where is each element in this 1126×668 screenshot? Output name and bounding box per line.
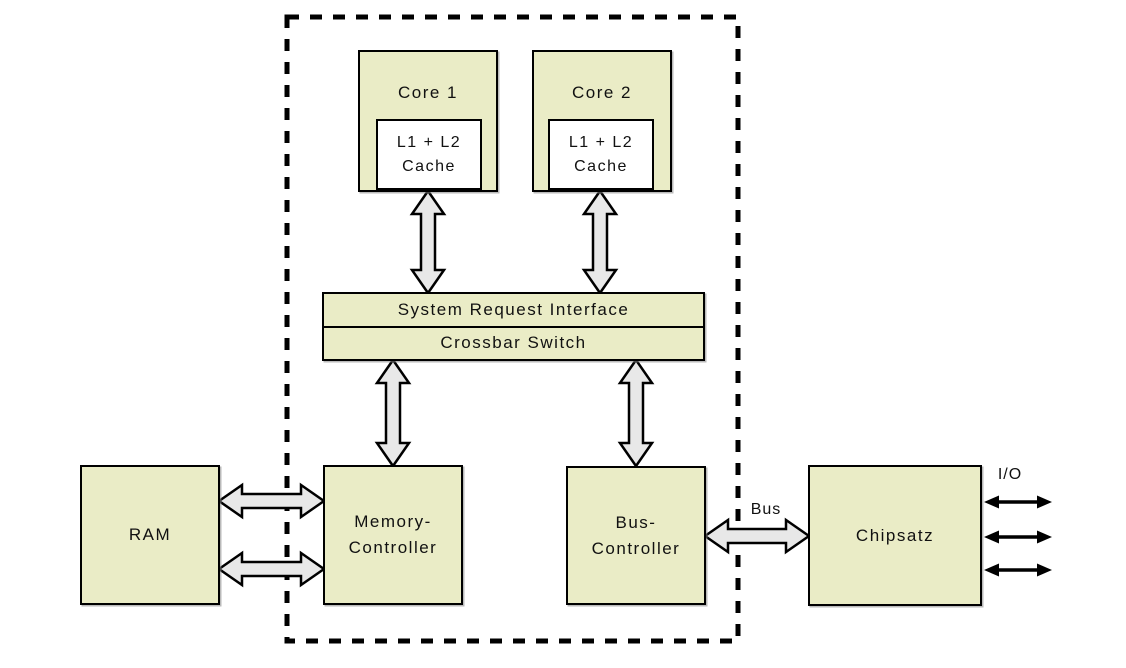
- core1-cache-line1: L1 + L2: [396, 133, 462, 151]
- sri-crossbar-block: System Request Interface Crossbar Switch: [322, 292, 705, 361]
- arrow-crossbar-memory-controller: [374, 357, 412, 469]
- bus-controller-line2: Controller: [591, 538, 681, 558]
- core2-cache-block: L1 + L2 Cache: [548, 119, 654, 190]
- arrow-cache2-sri: [581, 188, 619, 296]
- core2-title: Core 2: [571, 83, 633, 102]
- arrow-ram-memory-controller-upper: [216, 482, 327, 520]
- memory-controller-block: Memory- Controller: [323, 465, 463, 605]
- crossbar-switch-bar: Crossbar Switch: [440, 333, 587, 353]
- arrow-crossbar-bus-controller: [617, 357, 655, 469]
- bus-controller-block: Bus- Controller: [566, 466, 706, 605]
- io-arrow-1: [984, 495, 1052, 509]
- core1-cache-line2: Cache: [402, 157, 456, 175]
- bus-label: Bus: [750, 501, 782, 518]
- bus-controller-line1: Bus-: [615, 512, 657, 532]
- arrow-bus-controller-chipset: [702, 517, 812, 555]
- cpu-package-dashed-boundary: [284, 14, 741, 644]
- system-request-interface-bar: System Request Interface: [324, 294, 703, 328]
- ram-block: RAM: [80, 465, 220, 605]
- chipset-block: Chipsatz: [808, 465, 982, 606]
- core2-cache-line1: L1 + L2: [568, 133, 634, 151]
- arrow-ram-memory-controller-lower: [216, 550, 327, 588]
- io-arrow-2: [984, 530, 1052, 544]
- io-arrow-3: [984, 563, 1052, 577]
- chipset-label: Chipsatz: [855, 525, 935, 545]
- memory-controller-line1: Memory-: [354, 512, 432, 531]
- ram-label: RAM: [128, 525, 172, 544]
- arrow-cache1-sri: [409, 188, 447, 296]
- memory-controller-line2: Controller: [348, 538, 438, 557]
- core1-title: Core 1: [397, 83, 459, 102]
- core2-cache-line2: Cache: [574, 157, 628, 175]
- io-label: I/O: [997, 466, 1023, 483]
- core1-cache-block: L1 + L2 Cache: [376, 119, 482, 190]
